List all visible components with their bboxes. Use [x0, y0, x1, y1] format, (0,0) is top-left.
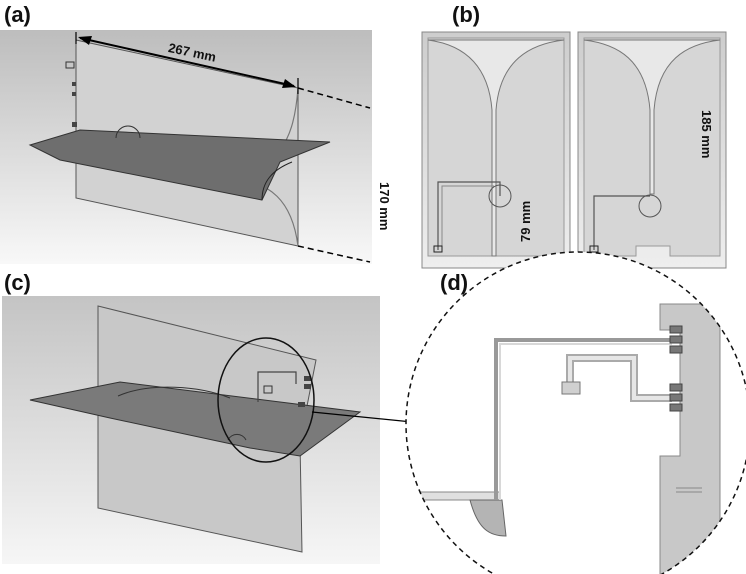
connector-d-5	[669, 393, 683, 402]
dim-dash-bottom	[297, 245, 371, 263]
connector-c-2	[304, 384, 311, 389]
connector-d-3	[669, 345, 683, 354]
board-left-feed	[437, 181, 501, 250]
connector-d-1	[669, 325, 683, 334]
ground-plane-edge	[261, 161, 293, 201]
ground-plane	[28, 129, 331, 201]
board-left-feed-inner	[441, 185, 494, 250]
panel-d-label: (d)	[440, 270, 469, 295]
connector-c-1	[304, 376, 311, 381]
taper-fragment-d	[469, 499, 507, 537]
panel-a: 267 mm 170 mm	[0, 30, 392, 264]
board-right-taper	[583, 39, 721, 195]
dim-line-width	[79, 37, 295, 87]
connector-mid2	[72, 92, 76, 96]
feed-semicircle-c	[227, 433, 247, 441]
dim-arrow-left	[78, 36, 92, 45]
dim-arrow-right	[282, 79, 296, 88]
panel-c-label: (c)	[4, 270, 31, 295]
panel-b: 79 mm 185 mm	[421, 31, 727, 269]
connector-c-3	[298, 402, 305, 407]
ground-plane-c	[29, 381, 362, 457]
zoom-ellipse	[217, 337, 315, 463]
feed-trace-c	[257, 371, 297, 402]
connector-low	[72, 122, 77, 127]
panel-b-label: (b)	[452, 2, 481, 27]
board-left-taper	[427, 39, 565, 257]
board-right-feed	[593, 195, 650, 250]
feed-pad-c	[263, 385, 273, 394]
connector-top	[65, 61, 75, 69]
feed-line-outer-d	[494, 338, 672, 500]
feed-line-inner-d	[499, 343, 672, 500]
height-dimension: 170 mm	[377, 182, 392, 230]
board-right-connector	[589, 245, 599, 253]
feed-semicircle	[115, 125, 141, 139]
panel-a-label: (a)	[4, 2, 31, 27]
microstrip-d-inner	[568, 356, 672, 400]
connector-d-6	[669, 403, 683, 412]
board-right-stub	[638, 194, 662, 218]
ground-strip-d	[406, 491, 501, 501]
left-board-dimension: 79 mm	[518, 201, 533, 242]
feed-pad-d	[561, 381, 581, 395]
connector-d-2	[669, 335, 683, 344]
connector-d-4	[669, 383, 683, 392]
board-edge-d	[659, 303, 721, 574]
panel-c	[2, 296, 444, 564]
board-left-connector	[433, 245, 443, 253]
ground-plane-c-curve	[117, 386, 231, 399]
dim-dash-top	[297, 87, 371, 109]
connector-mid1	[72, 82, 76, 86]
zoom-circle	[405, 251, 746, 574]
right-board-dimension: 185 mm	[699, 110, 714, 158]
panel-d	[405, 251, 746, 574]
